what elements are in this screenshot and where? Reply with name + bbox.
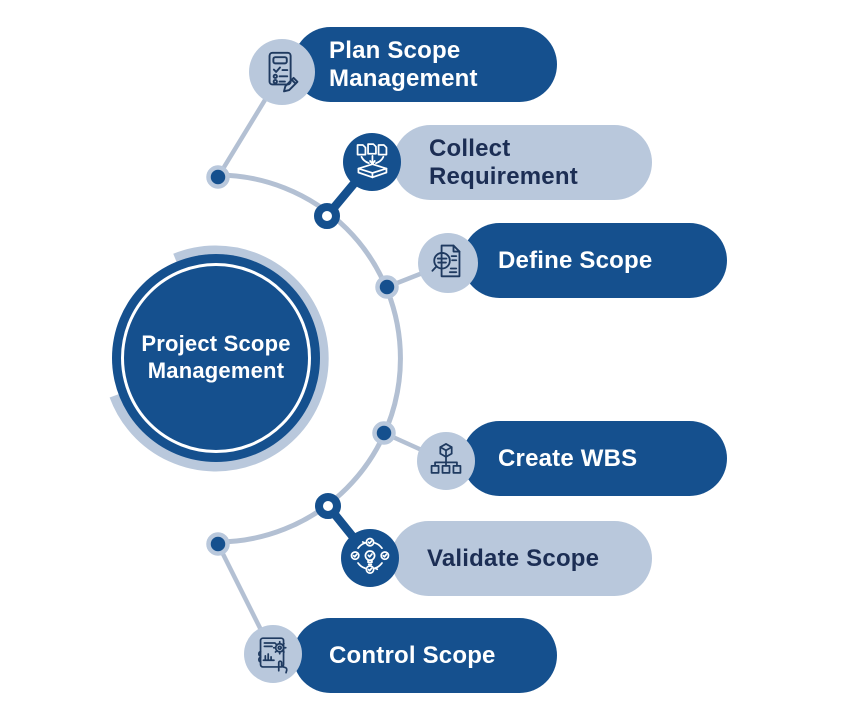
plan-scope-badge — [249, 39, 315, 105]
document-magnifier-icon — [431, 244, 461, 278]
step-label-line: Create WBS — [498, 444, 638, 472]
center-circle: Project Scope Management — [112, 254, 320, 462]
step-label-line: Define Scope — [498, 246, 653, 274]
step-label-line: Plan Scope — [329, 36, 461, 64]
bulb-checks-cycle-icon — [350, 537, 390, 575]
step-pill-validate-scope: Validate Scope — [391, 521, 652, 596]
timeline-node-filled-6 — [206, 532, 230, 556]
tablet-gear-hand-icon — [258, 637, 288, 674]
validate-scope-badge — [341, 529, 399, 587]
step-label-line: Management — [329, 64, 478, 92]
timeline-node-filled-1 — [206, 165, 230, 189]
step-pill-define-scope: Define Scope — [462, 223, 727, 298]
checklist-pencil-icon — [268, 51, 299, 93]
step-pill-create-wbs: Create WBS — [462, 421, 727, 496]
wbs-hierarchy-icon — [430, 443, 462, 474]
step-label-line: Collect — [429, 134, 511, 162]
timeline-node-open-5 — [315, 493, 341, 519]
step-pill-plan-scope-management: Plan Scope Management — [293, 27, 557, 102]
step-pill-collect-requirement: Collect Requirement — [393, 125, 652, 200]
step-label-line: Validate Scope — [427, 544, 600, 572]
documents-inbox-icon — [356, 143, 388, 179]
create-wbs-badge — [417, 432, 475, 490]
control-scope-badge — [244, 625, 302, 683]
step-label-line: Requirement — [429, 162, 578, 190]
step-label-line: Control Scope — [329, 641, 496, 669]
timeline-arc — [216, 172, 403, 545]
collect-requirement-badge — [343, 133, 401, 191]
timeline-node-filled-4 — [372, 421, 396, 445]
step-pill-control-scope: Control Scope — [293, 618, 557, 693]
define-scope-badge — [418, 233, 478, 293]
center-inner-ring — [121, 263, 311, 453]
timeline-node-filled-3 — [375, 275, 399, 299]
timeline-node-open-2 — [314, 203, 340, 229]
